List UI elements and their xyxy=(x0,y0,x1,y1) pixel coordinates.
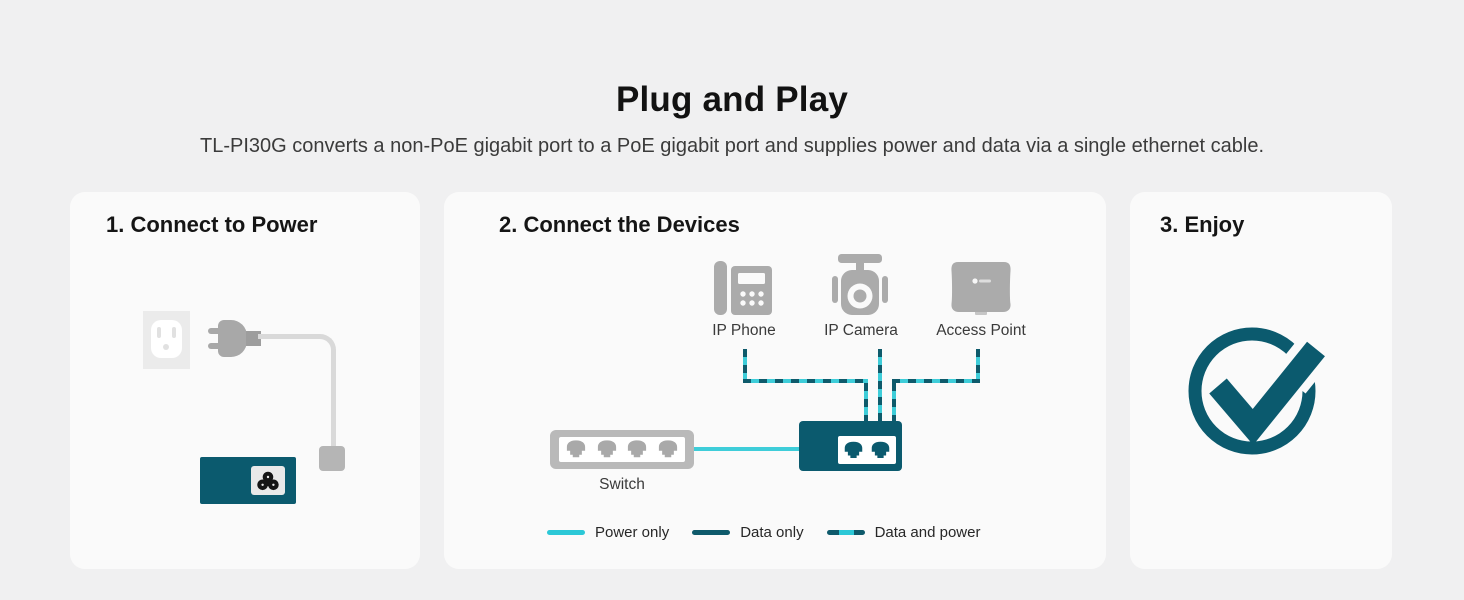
step-card-connect-power: 1. Connect to Power xyxy=(70,192,420,569)
rj45-port-icon xyxy=(567,440,586,458)
legend-swatch-data-and-power xyxy=(826,530,865,535)
legend-label: Data only xyxy=(740,524,804,541)
injector-ports xyxy=(838,436,896,464)
poe-injector-icon xyxy=(799,421,902,471)
legend-label: Data and power xyxy=(874,524,981,541)
rj45-port-icon xyxy=(844,441,863,458)
device-label-ip-camera: IP Camera xyxy=(824,322,898,339)
rj45-port-icon xyxy=(628,440,647,458)
power-cable xyxy=(258,334,336,451)
cable-data-and-power xyxy=(892,379,980,383)
access-point-icon xyxy=(951,262,1011,315)
power-plug-neck xyxy=(246,331,261,346)
cable-data-and-power xyxy=(743,349,747,381)
cable-data-and-power xyxy=(743,379,868,383)
page-subtitle: TL-PI30G converts a non-PoE gigabit port… xyxy=(200,135,1264,157)
device-label-ip-phone: IP Phone xyxy=(712,322,776,339)
cable-data-and-power xyxy=(892,383,896,421)
power-plug-icon xyxy=(218,320,247,357)
legend-item-data-and-power: Data and power xyxy=(826,524,981,541)
power-plug-prong xyxy=(208,328,221,334)
wall-outlet-icon xyxy=(143,311,190,369)
legend-swatch-data-only xyxy=(692,530,731,535)
rj45-port-icon xyxy=(871,441,890,458)
legend-label: Power only xyxy=(595,524,670,541)
outlet-face xyxy=(151,320,182,358)
step-card-connect-devices: 2. Connect the Devices IP Phone IP Camer… xyxy=(444,192,1106,569)
step-title: 3. Enjoy xyxy=(1160,212,1245,237)
cable-data-and-power xyxy=(878,349,882,421)
ip-phone-icon xyxy=(714,261,772,315)
rj45-port-icon xyxy=(658,440,677,458)
cable-connector-icon xyxy=(319,446,345,471)
cable-data-and-power xyxy=(976,349,980,381)
switch-icon xyxy=(550,430,694,469)
cable-switch-to-injector xyxy=(694,447,799,451)
poe-injector-icon xyxy=(200,457,296,504)
step-title: 1. Connect to Power xyxy=(106,212,318,237)
device-label-access-point: Access Point xyxy=(936,322,1026,339)
power-plug-prong xyxy=(208,343,221,349)
step-title: 2. Connect the Devices xyxy=(499,212,740,237)
step-card-enjoy: 3. Enjoy xyxy=(1130,192,1392,569)
legend-swatch-power-only xyxy=(547,530,585,535)
outlet-ground-hole xyxy=(163,344,169,350)
legend-item-data-only: Data only xyxy=(692,524,804,541)
ip-camera-icon xyxy=(832,254,888,315)
page-title: Plug and Play xyxy=(615,80,849,119)
power-inlet xyxy=(251,466,285,495)
legend-item-power-only: Power only xyxy=(547,524,669,541)
cable-legend: Power only Data only Data and power xyxy=(547,524,980,541)
switch-ports xyxy=(559,437,685,462)
outlet-slot xyxy=(172,327,176,338)
clover-inlet-icon xyxy=(257,471,279,490)
cable-data-and-power xyxy=(864,383,868,421)
switch-label: Switch xyxy=(599,476,645,493)
outlet-slot xyxy=(157,327,161,338)
check-circle-icon xyxy=(1188,327,1339,455)
rj45-port-icon xyxy=(597,440,616,458)
